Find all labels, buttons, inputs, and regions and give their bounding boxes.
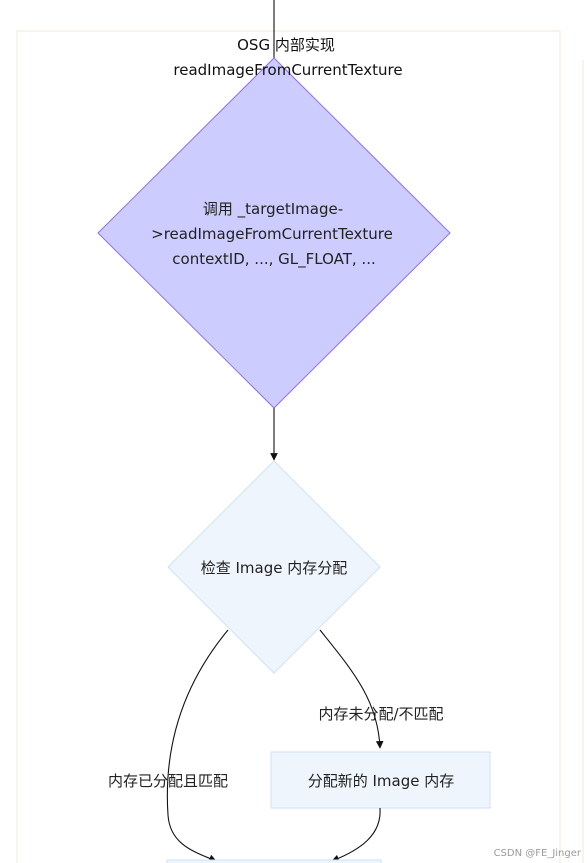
decision-check-image-memory[interactable] <box>167 460 381 674</box>
edge-label-allocated: 内存已分配且匹配 <box>108 772 228 790</box>
edge-label-not-allocated: 内存未分配/不匹配 <box>318 705 443 723</box>
decision-call-line2: >readImageFromCurrentTexture <box>151 225 393 243</box>
decision-check-label: 检查 Image 内存分配 <box>201 559 348 577</box>
decision-call-line3: contextID, ..., GL_FLOAT, ... <box>172 250 375 269</box>
decision-call-line1: 调用 _targetImage- <box>203 200 343 219</box>
edge-check-to-allocate <box>319 629 384 749</box>
process-next-partial[interactable] <box>166 859 382 863</box>
subgraph-title-line2: readImageFromCurrentTexture <box>173 61 402 79</box>
subgraph-title-line1: OSG 内部实现 <box>237 36 335 54</box>
edge-check-to-next-allocated <box>166 629 229 862</box>
watermark: CSDN @FE_Jinger <box>493 848 581 859</box>
process-allocate-label: 分配新的 Image 内存 <box>308 772 455 790</box>
process-allocate-image-memory[interactable] <box>270 751 491 809</box>
edge-allocate-to-next <box>331 807 381 863</box>
